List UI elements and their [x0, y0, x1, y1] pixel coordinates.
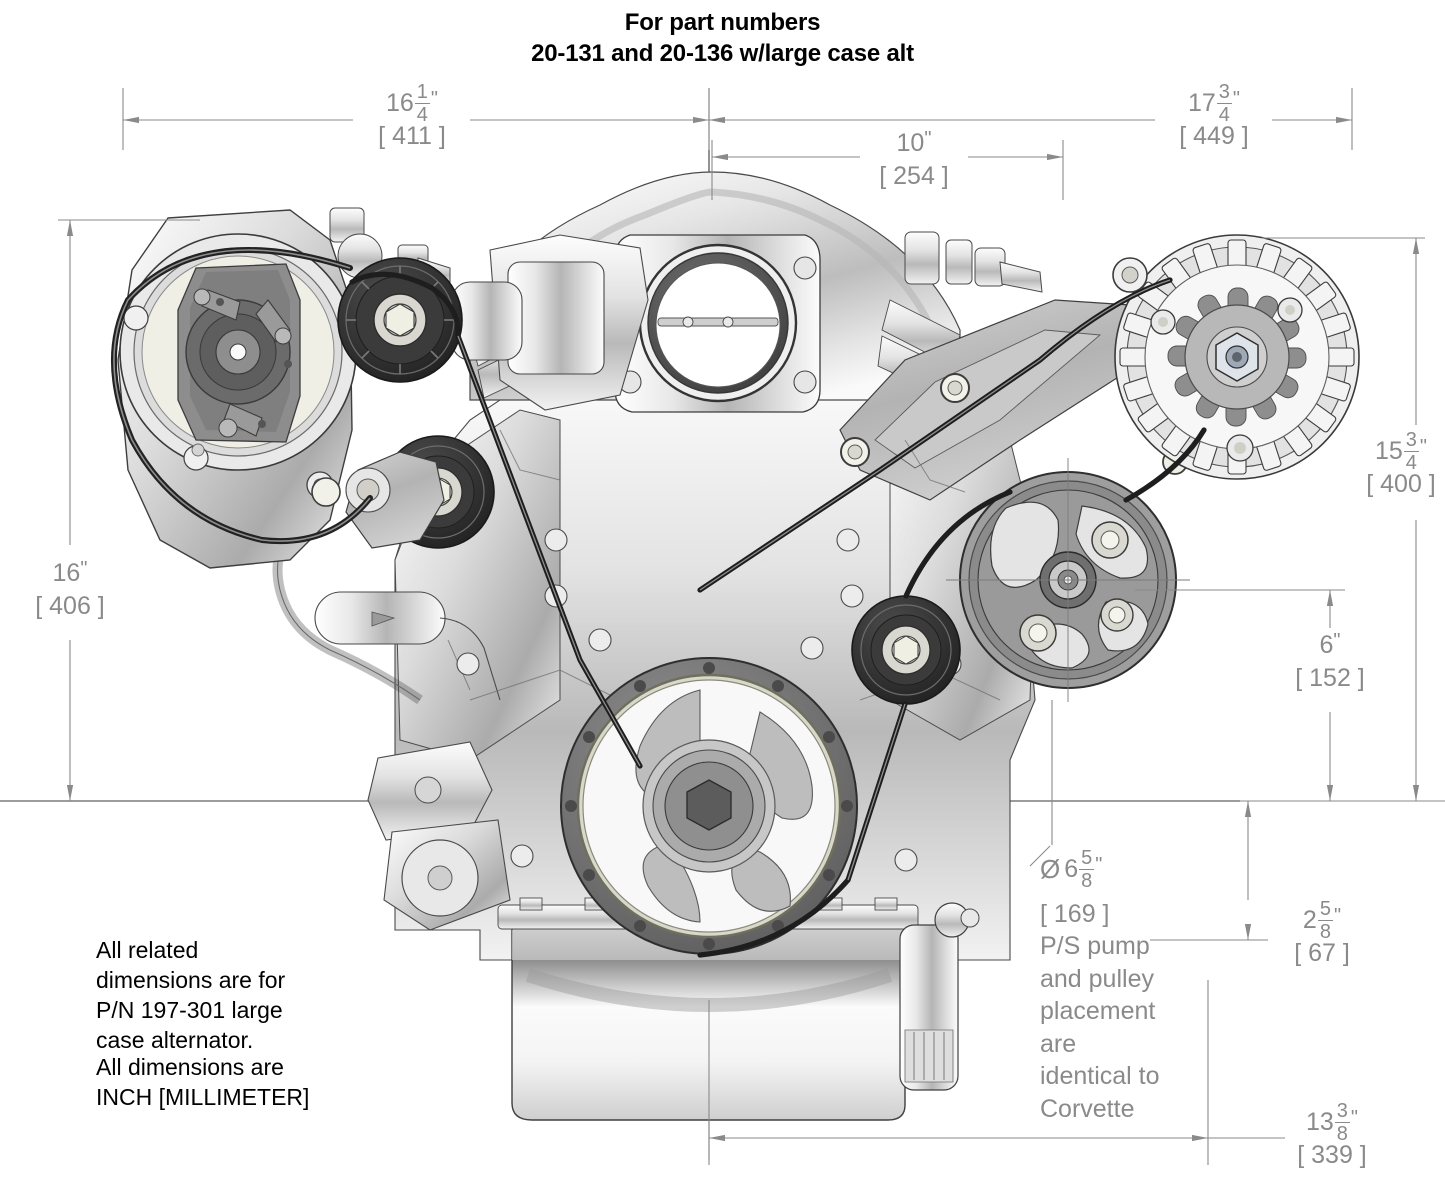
- title-line-2: 20-131 and 20-136 w/large case alt: [531, 39, 914, 67]
- dim-15-three-quarter-metric: [ 400 ]: [1366, 470, 1436, 498]
- dim-6-unit: ": [1333, 630, 1341, 652]
- idler-pulley-lower-right: [851, 595, 961, 705]
- dim-15-three-quarter-unit: ": [1419, 436, 1428, 458]
- dim-10-whole: 10: [896, 128, 925, 157]
- dim-10-unit: ": [924, 128, 932, 150]
- dim-2-five-eighth-den: 8: [1317, 919, 1333, 943]
- dim-2-five-eighth-num: 5: [1319, 897, 1331, 920]
- throttle-body: [614, 234, 821, 413]
- dim-10-metric: [ 254 ]: [879, 162, 949, 190]
- oil-filter: [899, 902, 980, 1091]
- note-alternator: All related dimensions are for P/N 197-3…: [96, 937, 286, 1053]
- dim-ps-diameter-whole: 6: [1064, 855, 1079, 883]
- alternator: [1112, 234, 1360, 480]
- dimension-lines: [58, 88, 1445, 1165]
- dim-6-metric: [ 152 ]: [1295, 664, 1365, 692]
- dim-ps-diameter-unit: ": [1095, 854, 1103, 876]
- dim-2-five-eighth-unit: ": [1333, 905, 1342, 927]
- starter-motor: [367, 741, 511, 931]
- top-right-hardware: [904, 231, 1043, 293]
- ps-pump-note: P/S pump and pulley placement are identi…: [1040, 932, 1160, 1123]
- accessory-drive: [110, 209, 1360, 958]
- dim-15-three-quarter-den: 4: [1403, 450, 1419, 474]
- dim-16-vertical-metric: [ 406 ]: [35, 592, 105, 620]
- dim-17-three-quarter-num: 3: [1218, 80, 1230, 103]
- dim-2-five-eighth-whole: 2: [1302, 905, 1317, 934]
- dim-ps-diameter-den: 8: [1079, 869, 1095, 892]
- dim-16-vertical-whole: 16: [52, 558, 81, 587]
- drawing-title: For part numbers 20-131 and 20-136 w/lar…: [0, 8, 1445, 69]
- ps-pump-pulley: [946, 458, 1190, 702]
- dim-2-five-eighth-metric: [ 67 ]: [1294, 939, 1350, 967]
- dim-13-three-eighth-metric: [ 339 ]: [1297, 1141, 1367, 1169]
- dim-16-quarter-metric: [ 411 ]: [378, 122, 446, 150]
- dim-16-quarter-whole: 16: [385, 88, 414, 117]
- dim-13-three-eighth-num: 3: [1336, 1099, 1348, 1122]
- dim-ps-diameter-metric: [ 169 ]: [1040, 900, 1110, 928]
- dim-6-whole: 6: [1319, 630, 1334, 659]
- dim-16-quarter-unit: ": [430, 88, 439, 110]
- note-units: All dimensions are INCH [MILLIMETER]: [96, 1054, 310, 1110]
- damper-bolt: [686, 779, 732, 831]
- serpentine-belt-highlight: [457, 279, 1171, 881]
- dim-ps-diameter-num: 5: [1081, 847, 1093, 869]
- coolant-crossover-tube: [314, 591, 501, 701]
- dim-16-vertical-unit: ": [80, 558, 88, 580]
- diameter-symbol-icon: Ø: [1040, 854, 1061, 884]
- dim-17-three-quarter-den: 4: [1216, 102, 1232, 126]
- leader-ps-diameter: [1029, 845, 1051, 867]
- crankshaft-damper: [560, 657, 858, 955]
- title-line-1: For part numbers: [624, 9, 821, 36]
- dim-13-three-eighth-unit: ": [1350, 1107, 1359, 1129]
- dim-15-three-quarter-whole: 15: [1374, 436, 1403, 465]
- ac-compressor: [117, 209, 357, 569]
- dim-13-three-eighth-whole: 13: [1305, 1107, 1334, 1136]
- dim-17-three-quarter-whole: 17: [1187, 88, 1216, 117]
- damper-rim-holes: [565, 662, 853, 950]
- dim-6: 6" [ 152 ]: [1284, 628, 1376, 691]
- dim-16-vertical: 16" [ 406 ]: [22, 556, 118, 619]
- dim-13-three-eighth-den: 8: [1334, 1121, 1350, 1145]
- dim-17-three-quarter-metric: [ 449 ]: [1179, 122, 1249, 150]
- idler-pulley-upper-left: [337, 257, 463, 383]
- dim-10: 10" [ 254 ]: [858, 126, 970, 189]
- belt-tensioner-left: [311, 451, 445, 549]
- dim-15-three-quarter-num: 3: [1405, 428, 1417, 451]
- dim-17-three-quarter-unit: ": [1232, 88, 1241, 110]
- dim-16-quarter-den: 4: [414, 102, 430, 126]
- dim-16-quarter-num: 1: [416, 80, 428, 103]
